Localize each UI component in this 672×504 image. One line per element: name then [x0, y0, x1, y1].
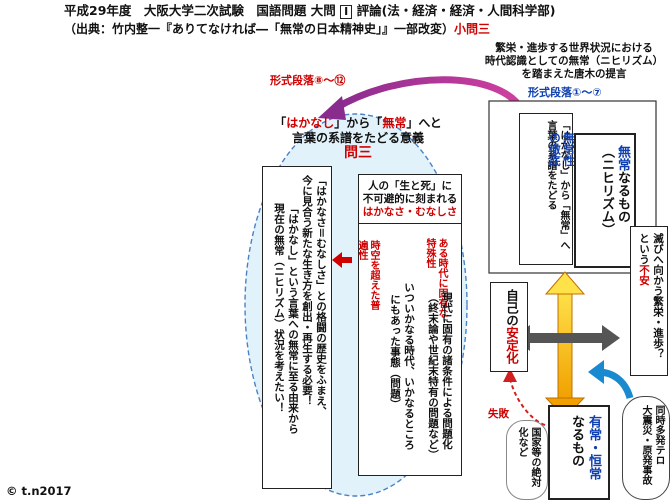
failure-label: 失敗 — [488, 408, 509, 420]
grey-arrow-shaft — [526, 333, 604, 343]
conclusion-line1: 「はかなさ＝むなしさ」との格闘の歴史をふまえ、 — [315, 175, 327, 417]
top-right-line1: 繁栄・進歩する世界状況における — [495, 42, 653, 54]
genealogy-box: 「はかなし」から「無常」へ 言葉の系譜をたどる — [519, 113, 573, 265]
conclusion-line2: 今に見合う新たな生き方を創出・再生する必要！ — [301, 175, 313, 406]
conclusion-text: 「はかなさ＝むなしさ」との格闘の歴史をふまえ、 今に見合う新たな生き方を創出・再… — [272, 175, 328, 481]
failure-note: 国家等の絶対化など — [516, 427, 540, 487]
header-subject: 評論(法・経済・経済・人間科学部) — [356, 3, 556, 18]
thorough-a: 無常性 — [562, 132, 576, 167]
disaster-cloud: 同時多発テロ 大震災・原発事故 — [622, 396, 670, 500]
anxiety-box: 滅びへ向かう繁栄・進歩？ という不安 — [630, 226, 668, 376]
conclusion-line3: 「はかなし」という言葉への無常に至る由来から — [287, 203, 299, 434]
top-right-description: 繁栄・進歩する世界状況における 時代認識としての無常（ニヒリズム） を踏まえた唐… — [478, 42, 670, 81]
word-mujo: 無常 — [382, 116, 407, 130]
center-divider — [359, 223, 461, 224]
disaster-a: 同時多発テロ — [653, 405, 664, 465]
self-b: 安定化 — [504, 326, 519, 365]
dashed-arrow-red — [509, 377, 546, 426]
self-text: 自己の安定化 — [503, 289, 519, 364]
nihilism-c: （ニヒリズム） — [599, 145, 614, 236]
center-box: 人の「生と死」に 不可避的に刻まれる はかなさ・むなしさ — [358, 174, 462, 476]
arrow-head-purple — [318, 96, 346, 120]
universal-line1: いついかなる時代、いかなるところ — [403, 282, 415, 450]
header-source: （出典：竹内整一『ありてなければ―「無常の日本精神史」』一部改変） — [64, 22, 455, 36]
paragraph-label-late: 形式段落⑧～⑫ — [270, 74, 346, 87]
conclusion-line4: 現在の無常（ニヒリズム）状況を考えたい！ — [273, 203, 285, 413]
disaster-b: 大震災・原発事故 — [640, 405, 651, 485]
constant-a: 有常・恒常 — [586, 415, 601, 480]
peculiar-text: 現代に固有の諸条件による問題化 （終末論や世紀末特有の問題など） — [426, 292, 454, 474]
grey-arrow-right — [602, 325, 620, 351]
ellipse-title-line1: 「はかなし」から「無常」へと — [268, 116, 448, 131]
conclusion-box: 「はかなさ＝むなしさ」との格闘の歴史をふまえ、 今に見合う新たな生き方を創出・再… — [262, 166, 332, 489]
center-line2: 不可避的に刻まれる — [362, 193, 458, 205]
center-line1: 人の「生と死」に — [368, 180, 452, 192]
failure-cloud: 国家等の絶対化など — [506, 420, 548, 500]
disaster-text: 同時多発テロ 大震災・原発事故 — [639, 405, 665, 493]
nihilism-text: 無常なるもの （ニヒリズム） — [598, 145, 630, 263]
nihilism-box: 無常なるもの （ニヒリズム） — [574, 133, 636, 268]
header-line2: （出典：竹内整一『ありてなければ―「無常の日本精神史」』一部改変）小問三 — [64, 21, 490, 37]
red-left-arrow — [332, 252, 352, 268]
center-line3: はかなさ・むなしさ — [362, 206, 458, 218]
paragraph-label-early: 形式段落①～⑦ — [528, 86, 602, 99]
genealogy-text: 「はかなし」から「無常」へ 言葉の系譜をたどる — [544, 120, 570, 260]
nihilism-a: 無常 — [615, 145, 630, 171]
self-box: 自己の安定化 — [490, 282, 528, 372]
yellow-arrow-up — [544, 271, 586, 295]
quote-mid: 」から「 — [334, 116, 383, 130]
label-peculiar: ある時代に固有な特殊性 — [424, 238, 447, 318]
copyright: © t.n2017 — [6, 484, 72, 498]
curved-arrow-purple — [334, 76, 526, 112]
genealogy-line1: 「はかなし」から「無常」へ — [558, 120, 569, 250]
constant-b: なるもの — [569, 415, 584, 467]
genealogy-line2: 言葉の系譜をたどる — [545, 120, 556, 210]
anxiety-a: 滅びへ向かう繁栄・進歩？ — [652, 233, 664, 359]
header-line1: 平成29年度 大阪大学二次試験 国語問題 大問 I 評論(法・経済・経済・人間科… — [64, 3, 556, 19]
ellipse-title-line2: 言葉の系譜をたどる意義 — [291, 131, 424, 145]
constant-box: 有常・恒常 なるもの — [548, 405, 610, 500]
top-right-line3: を踏まえた唐木の提言 — [521, 68, 627, 80]
anxiety-c: 不安 — [638, 264, 650, 286]
top-right-line2: 時代認識としての無常（ニヒリズム） — [484, 55, 664, 67]
self-a: 自己の — [504, 289, 519, 327]
universal-text: いついかなる時代、いかなるところ にもあった事態（問題） — [388, 282, 416, 472]
quote-end: 」へと — [406, 116, 442, 130]
anxiety-b: という — [638, 233, 650, 265]
constant-text: 有常・恒常 なるもの — [568, 415, 602, 495]
arrow-head-blue-lower — [588, 360, 604, 384]
center-box-header: 人の「生と死」に 不可避的に刻まれる はかなさ・むなしさ — [359, 180, 461, 219]
header-title: 平成29年度 大阪大学二次試験 国語問題 大問 — [64, 3, 336, 18]
ellipse-question-label: 問三 — [344, 145, 372, 161]
nihilism-b: なるもの — [615, 171, 630, 223]
universal-line2: にもあった事態（問題） — [389, 294, 401, 410]
thorough-b: の徹底 — [548, 132, 562, 167]
word-hakanashi: はかなし — [286, 116, 335, 130]
quote-open: 「 — [274, 116, 287, 130]
yellow-arrow-shaft — [557, 291, 573, 401]
label-universal: 時空を超えた普遍性 — [356, 240, 379, 310]
anxiety-text: 滅びへ向かう繁栄・進歩？ という不安 — [637, 233, 665, 371]
arrow-head-red-dashed — [503, 368, 517, 382]
peculiar-line2: （終末論や世紀末特有の問題など） — [427, 292, 439, 460]
thorough-label: 無常性 の徹底 — [548, 132, 576, 212]
ellipse-title: 「はかなし」から「無常」へと 言葉の系譜をたどる意義 問三 — [268, 116, 448, 161]
roman-numeral: I — [340, 5, 353, 19]
peculiar-line1: 現代に固有の諸条件による問題化 — [441, 292, 453, 450]
header-question-label: 小問三 — [454, 22, 491, 36]
